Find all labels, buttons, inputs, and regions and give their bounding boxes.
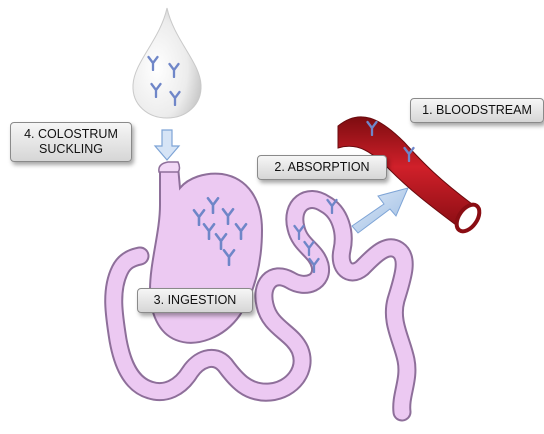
label-bloodstream: 1. BLOODSTREAM: [410, 98, 544, 123]
label-absorption: 2. ABSORPTION: [257, 155, 387, 180]
label-absorption-text: 2. ABSORPTION: [266, 160, 378, 175]
label-ingestion-text: 3. INGESTION: [146, 293, 244, 308]
label-colostrum-line2: SUCKLING: [19, 142, 123, 157]
colostrum-droplet: [133, 8, 201, 118]
label-bloodstream-text: 1. BLOODSTREAM: [419, 103, 535, 118]
label-colostrum-line1: 4. COLOSTRUM: [19, 127, 123, 142]
label-colostrum-suckling: 4. COLOSTRUM SUCKLING: [10, 122, 132, 162]
label-ingestion: 3. INGESTION: [137, 288, 253, 313]
diagonal-arrow-icon: [352, 188, 408, 233]
digestive-tract: [114, 162, 407, 412]
down-arrow-icon: [155, 130, 179, 160]
